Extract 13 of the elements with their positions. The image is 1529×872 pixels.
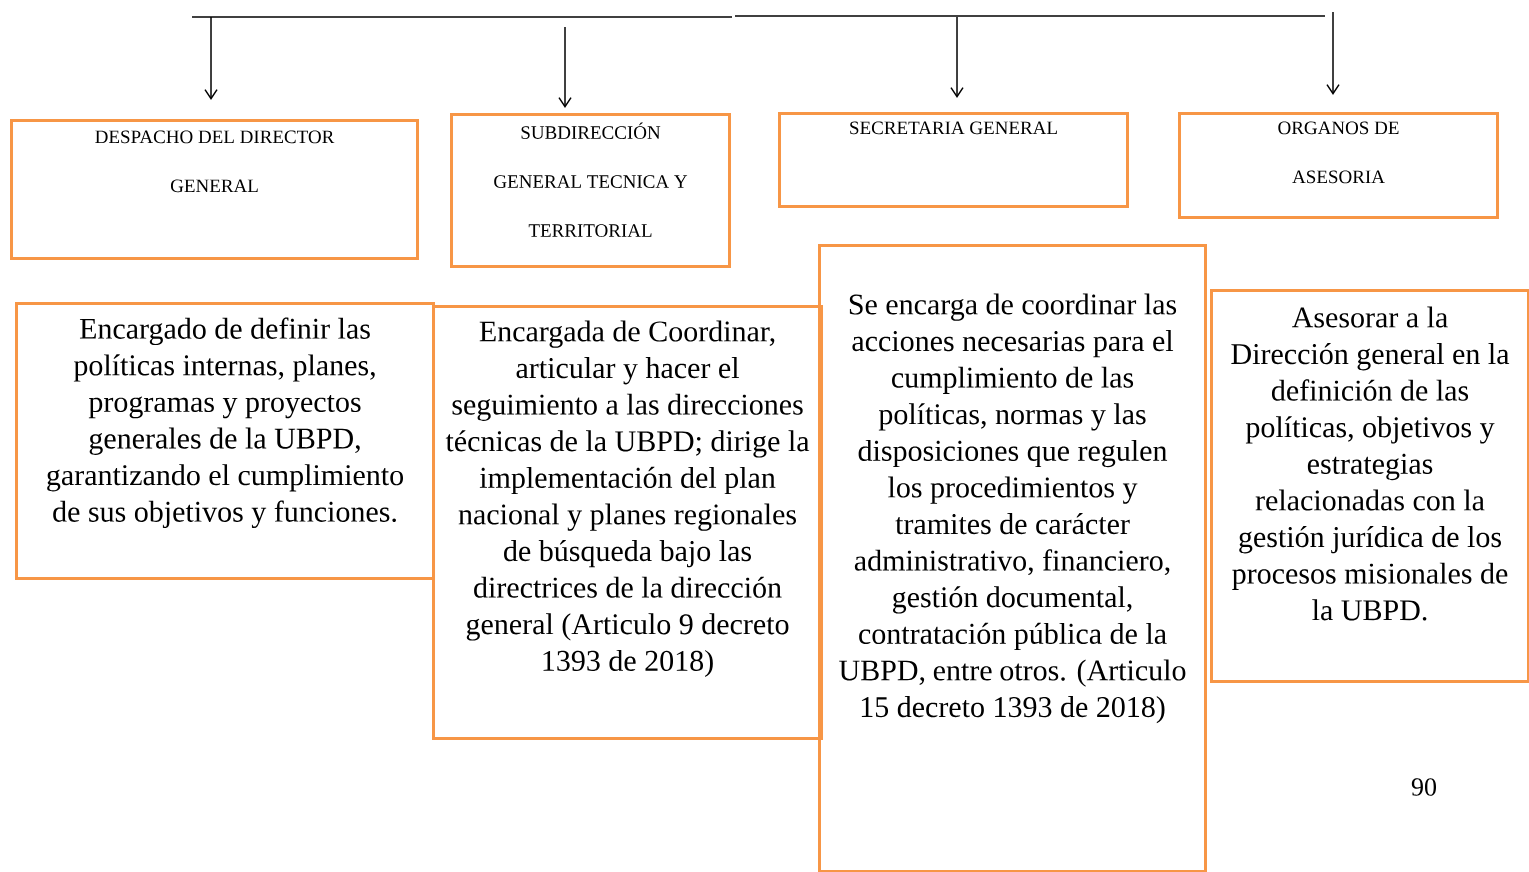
header-box: SECRETARIA GENERAL	[778, 112, 1129, 208]
description-box: Se encarga de coordinar las acciones necesarias para el cumplimiento de las políticas, normas y las disposiciones que regulen los procedimientos y tramites de carácter administrativo, financiero, gestión documental, contratación pública de la UBPD, entre otros. (Articulo 15 decreto 1393 de 2018)	[818, 244, 1207, 872]
arrow	[204, 16, 218, 100]
header-box: ORGANOS DE ASESORIA	[1178, 112, 1499, 219]
arrow	[558, 26, 572, 108]
header-box: DESPACHO DEL DIRECTOR GENERAL	[10, 119, 419, 260]
description-box: Asesorar a la Dirección general en la definición de las políticas, objetivos y estrategias relacionadas con la gestión jurídica de los procesos misionales de la UBPD.	[1210, 289, 1529, 683]
arrow	[1326, 11, 1340, 95]
header-box: SUBDIRECCIÓN GENERAL TECNICA Y TERRITORIAL	[450, 113, 731, 268]
arrow	[950, 16, 964, 98]
description-box: Encargado de definir las políticas internas, planes, programas y proyectos generales de la UBPD, garantizando el cumplimiento de sus objetivos y funciones.	[15, 302, 435, 580]
description-box: Encargada de Coordinar, articular y hacer el seguimiento a las direcciones técnicas de la UBPD; dirige la implementación del plan nacional y planes regionales de búsqueda bajo las directrices de la dirección general (Articulo 9 decreto 1393 de 2018)	[432, 305, 823, 740]
page-number: 90	[1411, 778, 1436, 796]
